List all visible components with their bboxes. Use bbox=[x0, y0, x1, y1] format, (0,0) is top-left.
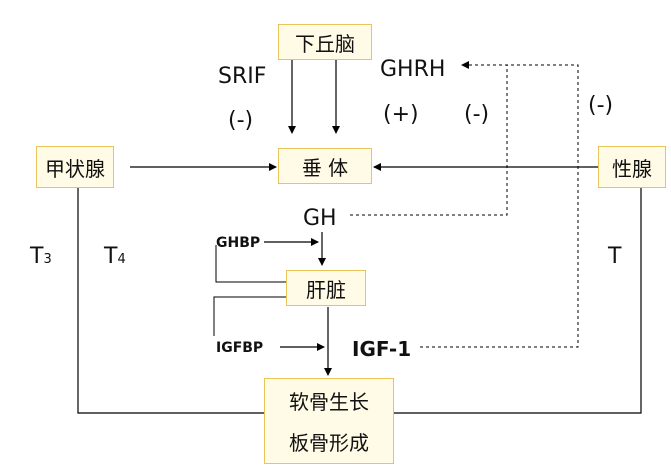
thyroid-box: 甲状腺 bbox=[36, 146, 114, 188]
cartilage-label-1: 软骨生长 bbox=[289, 390, 369, 414]
igfbp-label: IGFBP bbox=[216, 340, 264, 356]
thyroid-label: 甲状腺 bbox=[45, 156, 105, 181]
gonad-to-cartilage-line bbox=[394, 185, 642, 414]
t-label: T bbox=[608, 244, 622, 269]
ghbp-label: GHBP bbox=[216, 235, 261, 251]
pituitary-label: 垂 体 bbox=[301, 155, 349, 180]
hypothalamus-label: 下丘脑 bbox=[295, 31, 355, 56]
thyroid-to-cartilage-line bbox=[77, 175, 264, 414]
srif-sign: (-) bbox=[228, 108, 254, 133]
cartilage-label-2: 板骨形成 bbox=[289, 431, 369, 455]
ghrh-label: GHRH bbox=[380, 57, 446, 82]
t4-label: T4 bbox=[104, 246, 126, 268]
liver-label: 肝脏 bbox=[306, 277, 346, 302]
t4-letter: T bbox=[104, 244, 118, 269]
gh-feedback-dashed bbox=[350, 61, 508, 216]
pituitary-box: 垂 体 bbox=[278, 148, 372, 184]
t3-letter: T bbox=[30, 244, 44, 269]
gonad-box: 性腺 bbox=[598, 146, 666, 188]
gh-label: GH bbox=[303, 206, 337, 231]
igf1-feedback-dashed bbox=[420, 64, 579, 348]
srif-label: SRIF bbox=[218, 64, 267, 89]
ghbp-bracket bbox=[215, 245, 288, 283]
liver-box: 肝脏 bbox=[286, 270, 366, 306]
gonad-label: 性腺 bbox=[612, 156, 652, 181]
t3-label: T3 bbox=[30, 246, 52, 268]
t4-subscript: 4 bbox=[117, 252, 126, 267]
igfbp-bracket bbox=[213, 296, 288, 336]
ghrh-sign: (+) bbox=[383, 102, 419, 127]
igf1-label: IGF-1 bbox=[352, 337, 412, 361]
feedback-sign-1: (-) bbox=[464, 102, 490, 127]
t3-subscript: 3 bbox=[43, 252, 52, 267]
cartilage-box: 软骨生长 板骨形成 bbox=[264, 378, 394, 464]
feedback-sign-2: (-) bbox=[588, 93, 614, 118]
hypothalamus-box: 下丘脑 bbox=[278, 24, 372, 60]
